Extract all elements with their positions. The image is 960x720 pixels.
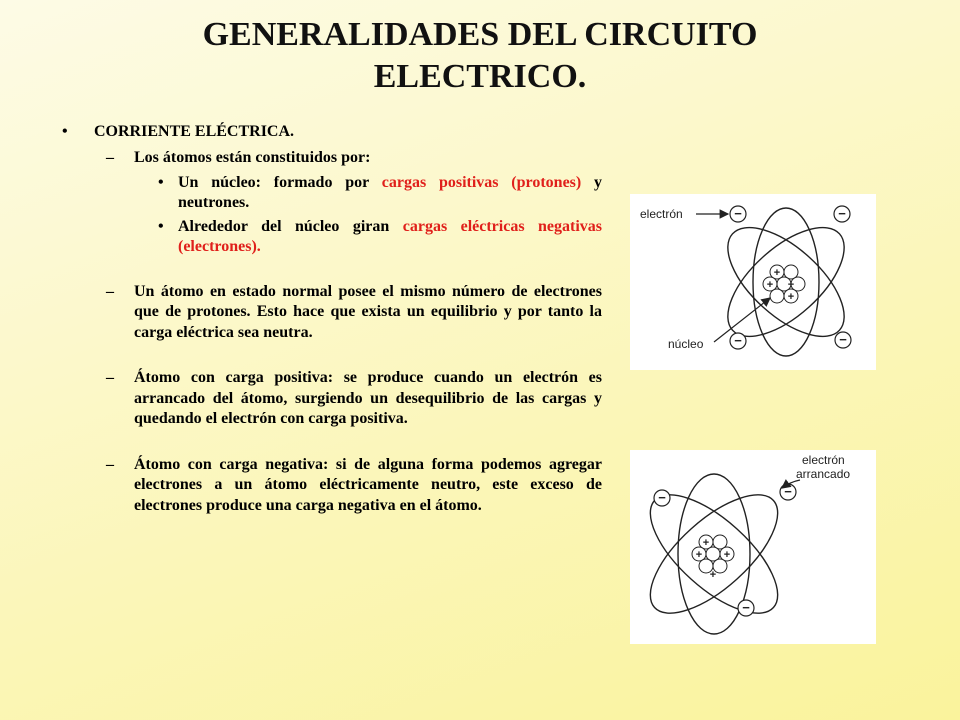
electron-label: electrón [640,207,683,221]
bullet-dot: • [158,217,164,235]
slide-content: • CORRIENTE ELÉCTRICA. – Los átomos está… [62,122,602,516]
electrons [729,205,852,350]
bullet-dash: – [106,149,114,166]
proton-plus: + [724,549,730,561]
nucleus-text-post: y neutrones. [178,173,603,211]
electron-minus: − [658,490,666,505]
bullet-dot: • [158,173,164,191]
heading-text: CORRIENTE ELÉCTRICA. [94,123,295,140]
bullet-dash: – [106,455,114,473]
removed-electron-minus: − [784,484,792,499]
nucleus-icon [762,264,806,304]
proton-plus: + [788,279,794,291]
removed-electron-arrow [781,479,801,489]
nucleus-arrow [713,297,771,343]
proton-plus: + [788,291,794,303]
orbits [727,207,845,357]
negative-atom-item: – Átomo con carga negativa: si de alguna… [62,455,602,517]
proton-plus: + [696,549,702,561]
removed-electron-label-2: arrancado [796,467,850,481]
title-line-2: ELECTRICO. [373,58,587,95]
electron-minus: − [734,206,742,221]
bullet-dash: – [106,282,114,300]
electron-minus: − [734,333,742,348]
slide-title: GENERALIDADES DEL CIRCUITO ELECTRICO. [0,14,960,98]
proton-plus: + [767,279,773,291]
positive-atom-item: – Átomo con carga positiva: se produce c… [62,368,602,430]
nucleus-text-highlight: cargas positivas (protones) [381,173,582,191]
nucleus-item: • Un núcleo: formado por cargas positiva… [62,173,602,213]
electrons-item: • Alrededor del núcleo giran cargas eléc… [62,217,602,257]
heading-item: • CORRIENTE ELÉCTRICA. [62,122,602,142]
negative-atom-text: Átomo con carga negativa: si de alguna f… [134,455,602,514]
proton-plus: + [774,267,780,279]
nucleus-label: núcleo [668,337,704,351]
positive-atom-text: Átomo con carga positiva: se produce cua… [134,369,602,427]
bullet-dot: • [62,123,68,140]
removed-electron-label-1: electrón [802,453,845,467]
atom-diagram-neutral: + + + + − − − − electrón núcleo [630,194,876,370]
electrons-text-highlight: cargas eléctricas negativas (electrones)… [178,217,602,255]
electron-minus: − [838,206,846,221]
bullet-dash: – [106,369,114,386]
normal-atom-item: – Un átomo en estado normal posee el mis… [62,282,602,344]
title-line-1: GENERALIDADES DEL CIRCUITO [202,16,758,53]
atom-ion-svg: + + + + − − − electrón arrancado [649,453,850,635]
proton-plus: + [710,569,716,581]
atom-diagram-ion: + + + + − − − electrón arrancado [630,450,876,644]
atoms-intro-item: – Los átomos están constituidos por: [62,148,602,169]
atoms-intro-text: Los átomos están constituidos por: [134,149,371,166]
nucleus-icon [691,534,735,574]
nucleus-text-pre: Un núcleo: formado por [178,173,382,191]
electrons-text-pre: Alrededor del núcleo giran [178,217,403,235]
electrons [653,483,797,617]
normal-atom-text: Un átomo en estado normal posee el mismo… [134,282,602,341]
electron-minus: − [742,600,750,615]
electron-minus: − [839,332,847,347]
proton-plus: + [703,537,709,549]
atom-neutral-svg: + + + + − − − − electrón núcleo [640,205,852,357]
